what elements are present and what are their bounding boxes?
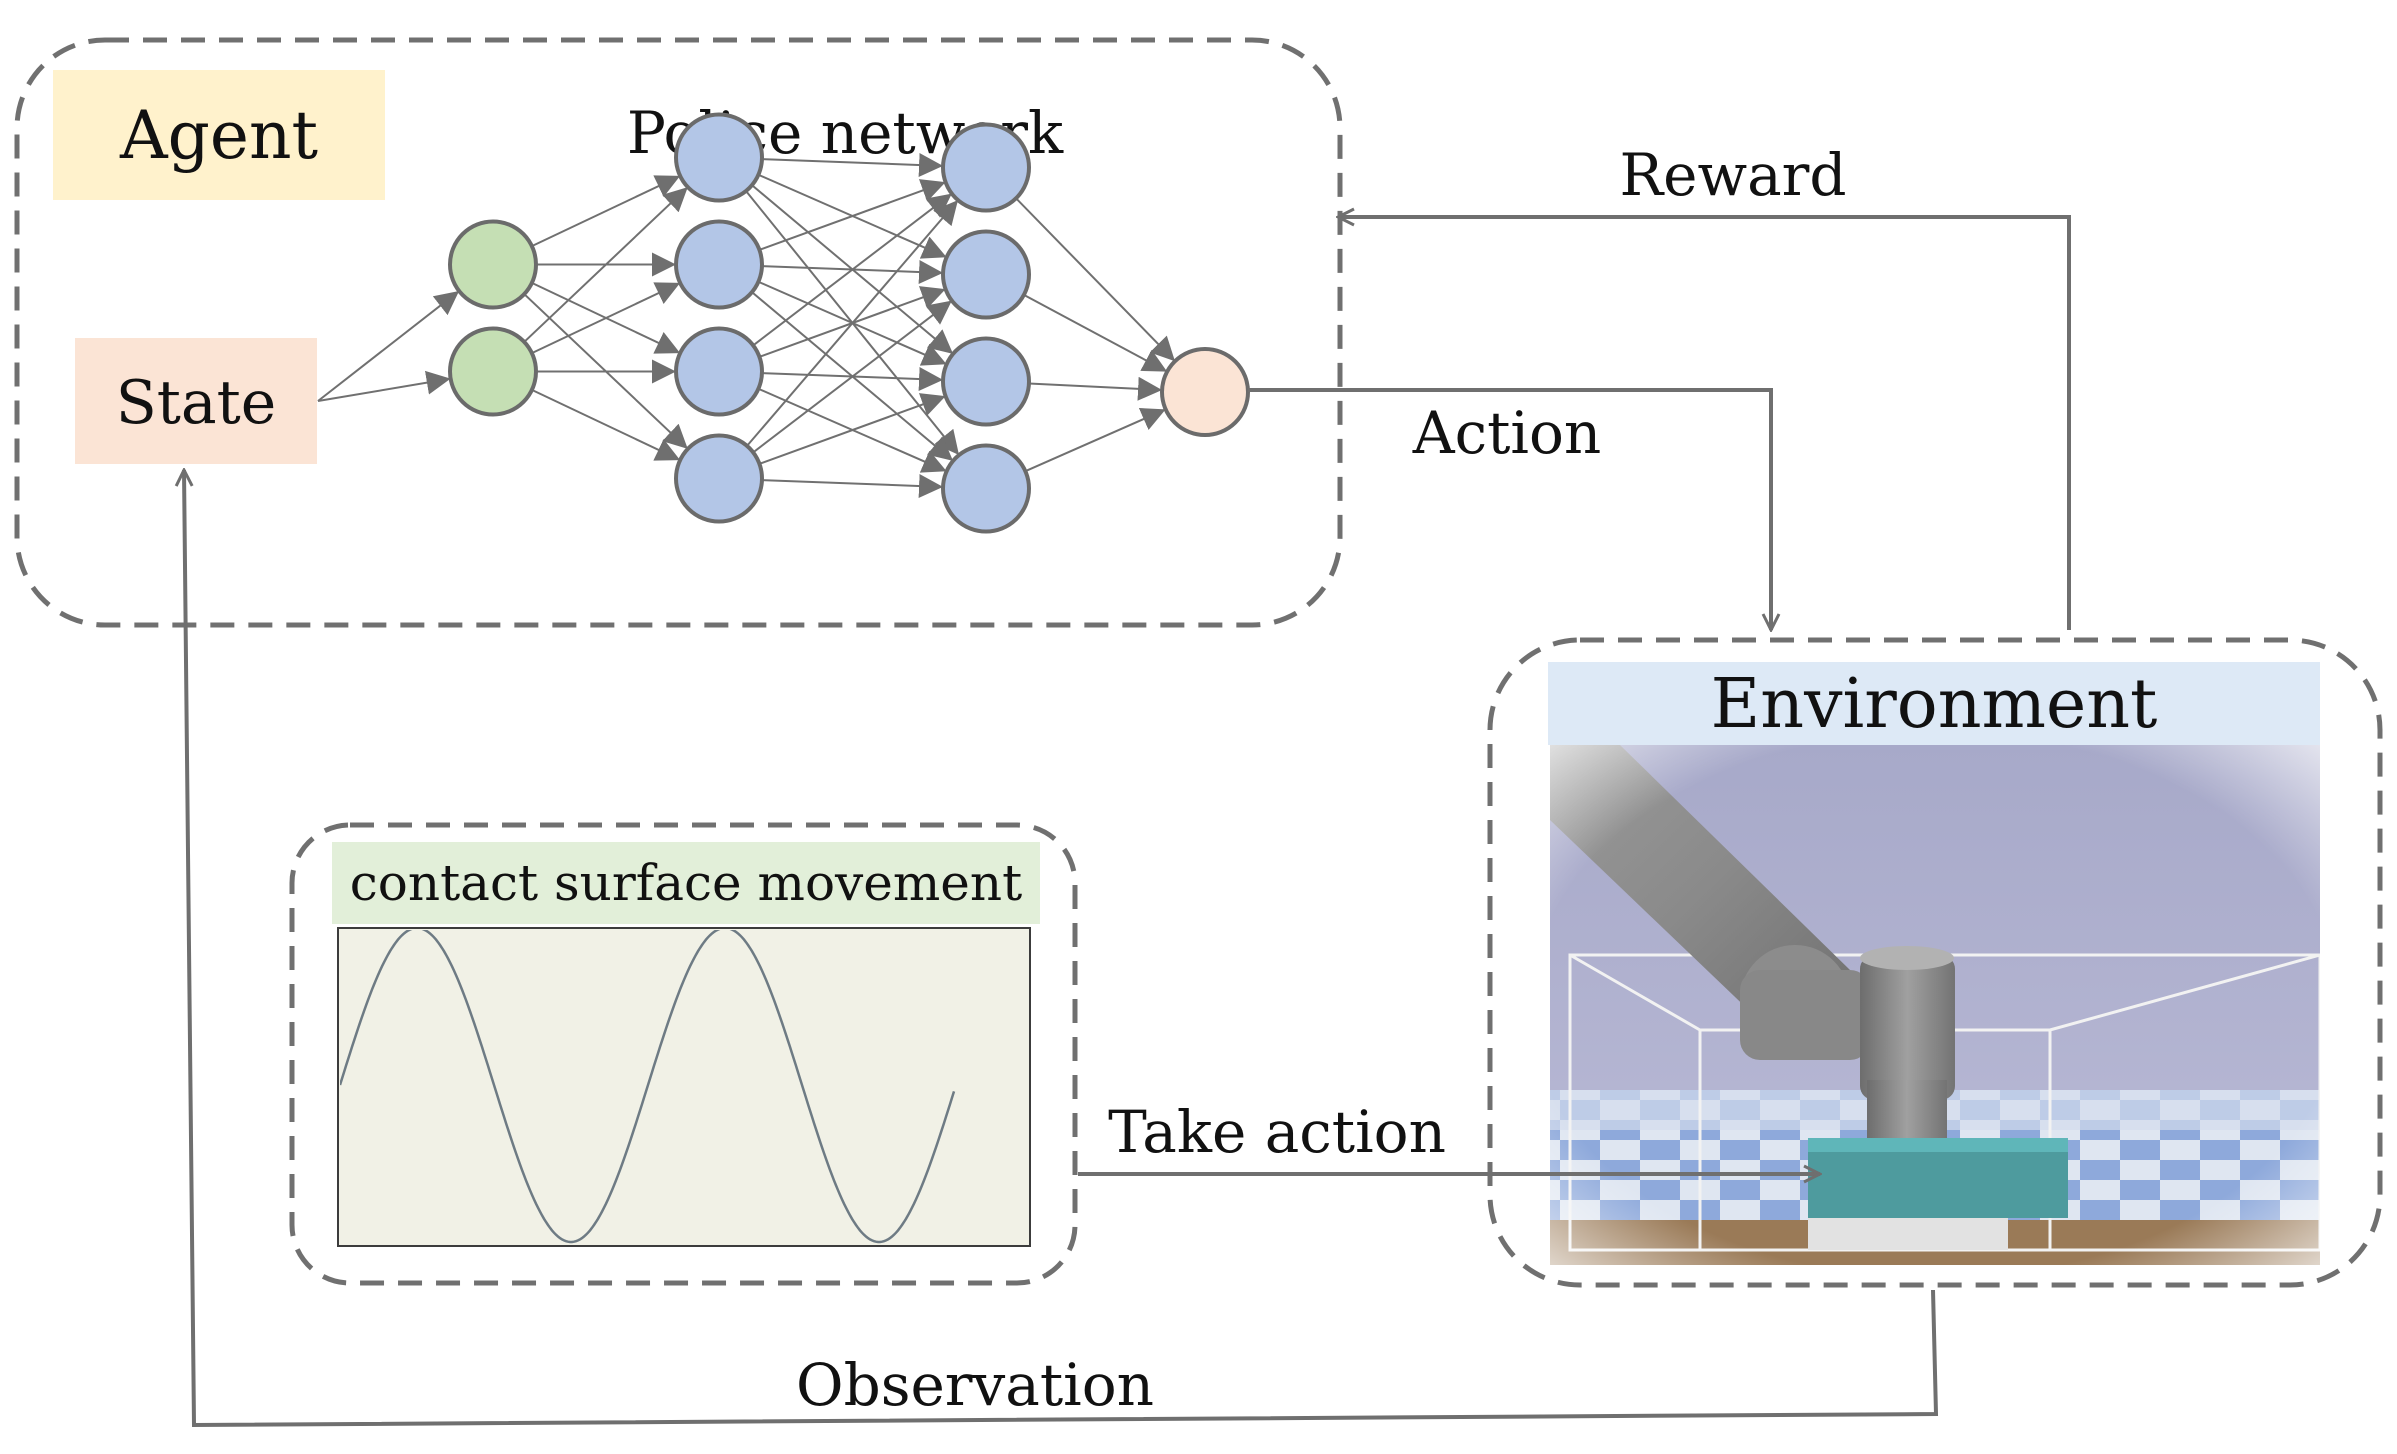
network-edge — [761, 153, 944, 177]
network-edge — [746, 200, 958, 447]
environment-title-box — [1548, 662, 2320, 745]
network-connections — [317, 153, 1175, 498]
hidden-neuron — [674, 112, 764, 203]
input-neuron — [448, 326, 538, 417]
hidden-neuron — [674, 326, 764, 417]
agent-label: Agent — [119, 97, 318, 174]
network-neurons — [448, 112, 1250, 534]
observation-arrow — [184, 470, 1939, 1428]
network-edge — [1024, 408, 1166, 473]
movement-panel-container — [289, 822, 1078, 1286]
hidden-neuron — [941, 229, 1031, 320]
movement-plot-area — [337, 927, 1031, 1247]
agent-container — [14, 37, 1343, 628]
network-edge — [1015, 197, 1175, 362]
movement-panel-title-box — [332, 842, 1040, 924]
network-edge — [531, 388, 681, 461]
network-edge — [1023, 293, 1168, 372]
network-edge — [317, 290, 460, 402]
environment-title: Environment — [1711, 665, 2158, 744]
environment-container — [1487, 637, 2383, 1288]
network-edge — [752, 300, 952, 454]
network-edge — [317, 370, 451, 402]
network-edge — [523, 187, 688, 343]
reward-label: Reward — [1619, 141, 1846, 209]
network-edge — [759, 179, 946, 251]
hidden-neuron — [941, 336, 1031, 427]
sine-wave-curve — [340, 930, 956, 1244]
output-neuron — [1160, 347, 1250, 437]
hidden-neuron — [674, 219, 764, 310]
network-edge — [1028, 376, 1163, 401]
action-label: Action — [1412, 399, 1602, 467]
input-neuron — [448, 219, 538, 310]
reward-arrow — [1338, 217, 2071, 630]
agent-label-box — [53, 70, 385, 200]
observation-label: Observation — [796, 1351, 1154, 1419]
network-edge — [752, 193, 952, 347]
network-edge — [531, 282, 681, 355]
hidden-neuron — [674, 433, 764, 524]
robot-simulation-image — [1550, 745, 2320, 1265]
state-box — [75, 338, 317, 464]
hidden-neuron — [941, 122, 1031, 213]
network-edge — [761, 474, 944, 498]
hidden-neuron — [941, 443, 1031, 534]
take-action-label: Take action — [1108, 1098, 1446, 1166]
movement-panel-title: contact surface movement — [350, 854, 1022, 912]
network-edge — [531, 175, 681, 248]
state-label: State — [116, 368, 277, 438]
network-edge — [759, 393, 946, 465]
action-arrow — [1248, 388, 1771, 630]
